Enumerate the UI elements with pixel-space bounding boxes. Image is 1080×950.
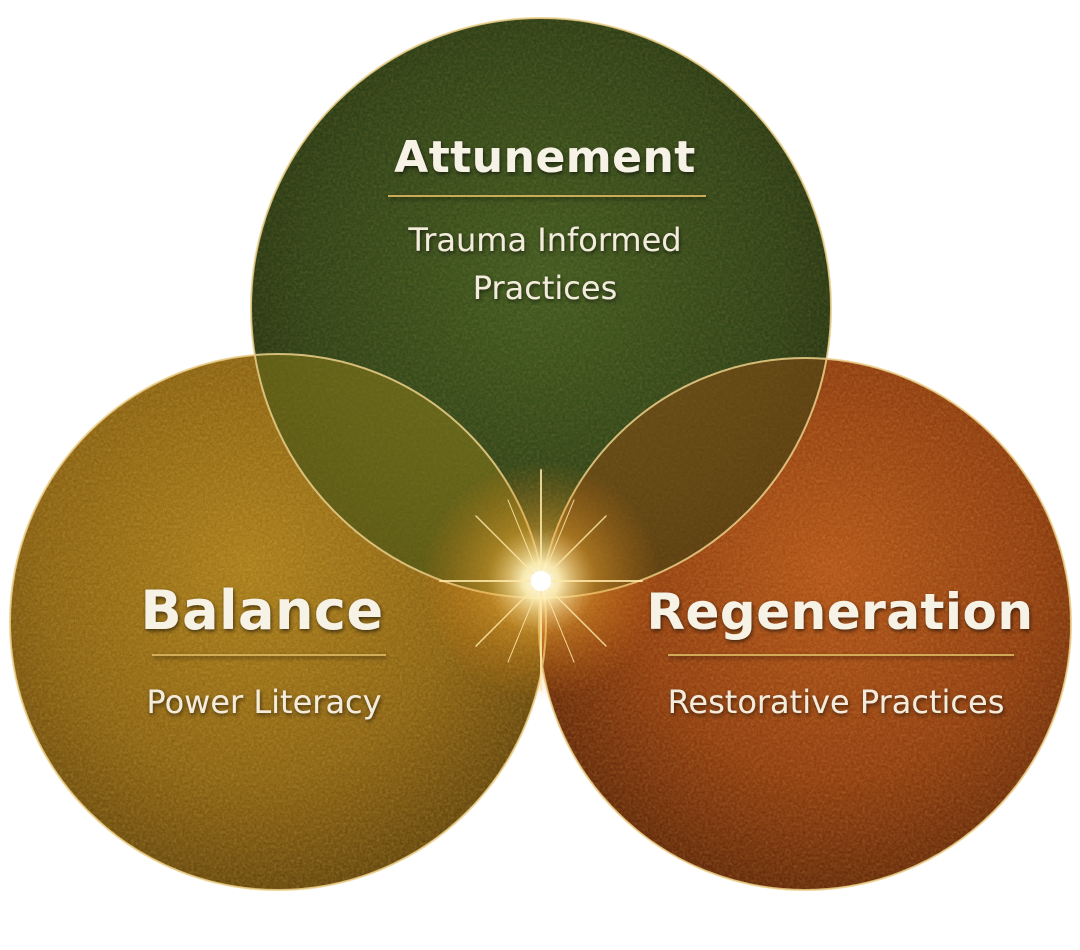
regeneration-subtitle: Restorative Practices bbox=[668, 683, 1005, 721]
overlap-attunement-balance bbox=[251, 354, 546, 598]
attunement-subtitle-line-2: Practices bbox=[473, 269, 617, 307]
attunement-title: Attunement bbox=[394, 132, 696, 183]
balance-title: Balance bbox=[140, 579, 383, 642]
overlap-attunement-regeneration bbox=[539, 358, 831, 598]
balance-subtitle: Power Literacy bbox=[146, 683, 381, 721]
attunement-subtitle-line-1: Trauma Informed bbox=[407, 221, 681, 259]
regeneration-label-group: Regeneration Restorative Practices bbox=[646, 583, 1033, 721]
attunement-label-group: Attunement Trauma Informed Practices bbox=[388, 132, 706, 307]
center-starburst bbox=[421, 461, 661, 701]
regeneration-title: Regeneration bbox=[646, 583, 1033, 641]
balance-label-group: Balance Power Literacy bbox=[140, 579, 386, 721]
